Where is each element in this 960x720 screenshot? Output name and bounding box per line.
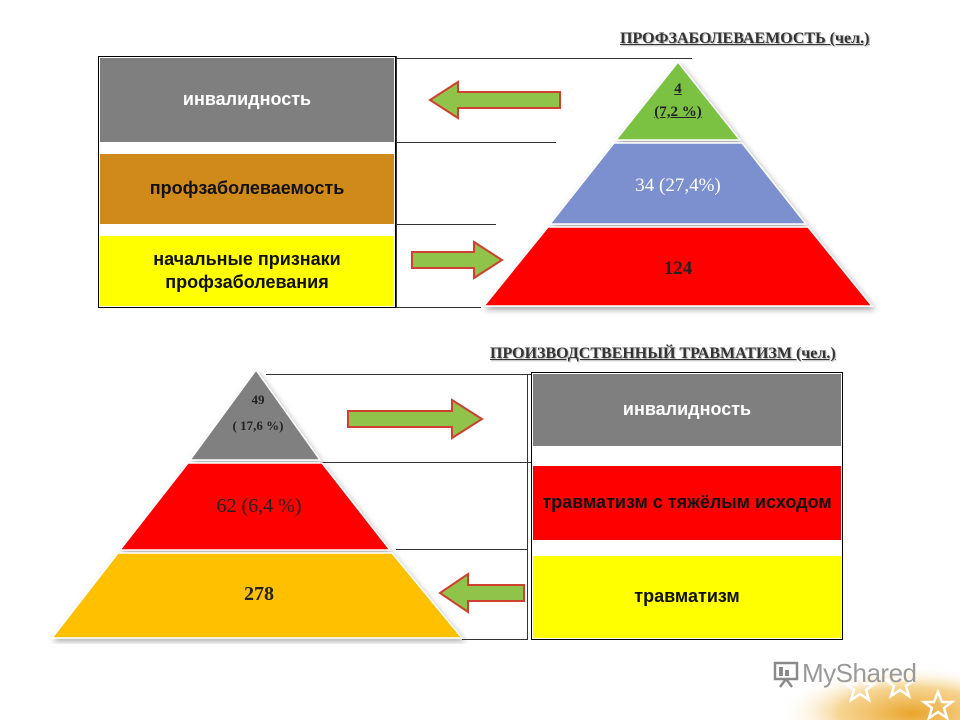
profzabolevaemost-title: ПРОФЗАБОЛЕВАЕМОСТЬ (чел.) — [620, 30, 870, 47]
top-connector-line-3 — [396, 224, 496, 225]
right-arrow-icon — [411, 240, 504, 280]
bottom-tier-1-value: 49 — [251, 392, 265, 407]
bottom-connector-line-3 — [396, 549, 527, 550]
top-pyramid-tier-2 — [548, 142, 808, 225]
left-arrow-icon — [428, 80, 561, 120]
bottom-pyramid-tier-2 — [118, 462, 392, 551]
top-pyramid-tier-1-label: 4 (7,2 %) — [620, 70, 736, 132]
bottom-pyramid — [50, 368, 464, 639]
bottom-pyramid-tier-1-label: 49 ( 17,6 %) — [198, 386, 318, 440]
bottom-pyramid-tier-1 — [188, 368, 322, 461]
top-level-invalidnost: инвалидность — [100, 58, 394, 142]
top-connector-line-1 — [396, 58, 692, 59]
top-tier-1-percent: (7,2 %) — [654, 104, 702, 120]
top-levels-frame — [98, 56, 396, 308]
bottom-level-invalidnost: инвалидность — [533, 374, 841, 446]
travmatizm-title: ПРОИЗВОДСТВЕННЫЙ ТРАВМАТИЗМ (чел.) — [490, 345, 836, 362]
bottom-pyramid-tier-3-label: 278 — [244, 582, 274, 605]
presentation-board-icon — [773, 661, 799, 688]
bottom-connector-line-4 — [462, 639, 527, 640]
top-connector-line-4 — [396, 307, 481, 308]
bottom-tier-1-percent: ( 17,6 %) — [232, 418, 284, 433]
top-connector-vertical — [396, 56, 397, 308]
star-icon — [842, 666, 956, 720]
bottom-level-travmatizm-tyazhely: травматизм с тяжёлым исходом — [533, 466, 841, 540]
top-pyramid-tier-3 — [482, 226, 874, 307]
left-arrow-icon — [438, 572, 525, 614]
top-pyramid-tier-3-label: 124 — [663, 258, 693, 279]
top-level-profzabolevaemost: профзаболеваемость — [100, 154, 394, 224]
top-pyramid-tier-1 — [614, 60, 742, 141]
bottom-levels-frame — [531, 372, 843, 640]
top-connector-line-2 — [396, 142, 556, 143]
right-arrow-icon — [347, 398, 484, 440]
top-level-nachalnye-priznaki: начальные признаки профзаболевания — [100, 236, 394, 306]
corner-decoration — [770, 652, 960, 720]
top-pyramid-tier-2-label: 34 (27,4%) — [635, 175, 721, 196]
bottom-connector-vertical — [527, 374, 528, 640]
bottom-level-travmatizm: травматизм — [533, 556, 841, 638]
bottom-pyramid-tier-2-label: 62 (6,4 %) — [216, 494, 302, 517]
bottom-connector-line-2 — [320, 462, 531, 463]
bottom-pyramid-tier-3 — [50, 552, 464, 639]
bottom-connector-line-1 — [266, 374, 531, 375]
logo-text: MyShared — [802, 658, 917, 688]
top-pyramid — [482, 60, 874, 307]
top-tier-1-value: 4 — [674, 81, 682, 97]
